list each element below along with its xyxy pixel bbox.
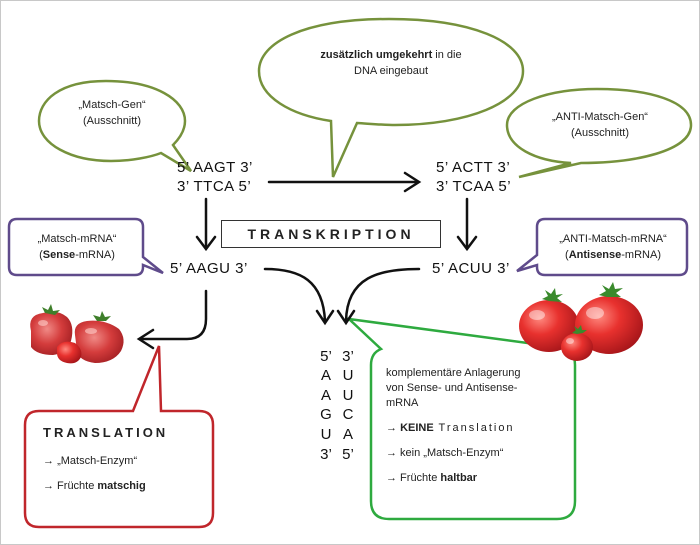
- arrow-transcription-left: [195, 197, 217, 252]
- matsch-mrna-label: „Matsch-mRNA“ (Sense-mRNA): [37, 233, 117, 261]
- translation-item-mushy: → Früchte matschig: [43, 480, 146, 492]
- box-translation: [23, 345, 215, 529]
- bubble-matsch-gen: [37, 79, 193, 173]
- insert-note-label: zusätzlich umgekehrt in die DNA eingebau…: [320, 49, 462, 77]
- matsch-gen-label: „Matsch-Gen“ (Ausschnitt): [78, 99, 146, 127]
- bubble-anti-matsch-gen: [505, 87, 693, 179]
- translation-box-text: TRANSLATION → „Matsch-Enzym“ → Früchte m…: [43, 425, 203, 504]
- arrow-sense-to-duplex: [263, 267, 335, 326]
- arrow-inversion: [267, 171, 422, 193]
- duplex-left-base: 3’: [320, 446, 332, 463]
- duplex-right-base: U: [342, 387, 354, 404]
- anti-gene-bottom-strand: 3’ TCAA 5’: [436, 178, 512, 195]
- arrow-to-translation: [136, 289, 208, 350]
- duplex-right-base: U: [342, 367, 354, 384]
- complement-item-durable: → Früchte haltbar: [386, 472, 478, 484]
- mushy-tomatoes-image: [30, 304, 124, 364]
- duplex-left-base: 5’: [320, 348, 332, 365]
- box-anti-matsch-mrna: [516, 217, 689, 277]
- duplex-left-base: A: [320, 387, 331, 404]
- duplex-left-base: G: [320, 406, 332, 423]
- gene-bottom-strand: 3’ TTCA 5’: [177, 178, 252, 195]
- sense-mrna-sequence: 5’ AAGU 3’: [170, 260, 248, 277]
- antisense-mrna-sequence: 5’ ACUU 3’: [432, 260, 510, 277]
- translation-item-enzyme: → „Matsch-Enzym“: [43, 455, 138, 467]
- complement-intro: komplementäre Anlagerung von Sense- und …: [386, 367, 521, 409]
- firm-tomatoes-image: [519, 282, 643, 361]
- complement-item-no-translation: → KEINE Translation: [386, 422, 515, 434]
- duplex-left-base: U: [320, 426, 332, 443]
- box-matsch-mrna: [7, 217, 164, 277]
- complement-item-no-enzyme: → kein „Matsch-Enzym“: [386, 447, 504, 459]
- anti-matsch-mrna-label: „ANTI-Matsch-mRNA“ (Antisense-mRNA): [559, 233, 667, 261]
- duplex-right-base: 5’: [342, 446, 354, 463]
- arrow-antisense-to-duplex: [336, 267, 421, 326]
- anti-matsch-gen-label: „ANTI-Matsch-Gen“ (Ausschnitt): [552, 111, 648, 139]
- bubble-insert-note: [257, 17, 525, 178]
- duplex-left-base: A: [320, 367, 331, 384]
- complement-box-text: komplementäre Anlagerung von Sense- und …: [386, 366, 566, 496]
- arrow-transcription-right: [456, 197, 478, 252]
- duplex-right-base: 3’: [342, 348, 354, 365]
- duplex-right-base: A: [342, 426, 353, 443]
- transcription-banner: TRANSKRIPTION: [221, 220, 441, 248]
- anti-gene-top-strand: 5’ ACTT 3’: [436, 159, 511, 176]
- translation-heading: TRANSLATION: [43, 425, 169, 440]
- duplex-right-base: C: [342, 406, 354, 423]
- gene-top-strand: 5’ AAGT 3’: [177, 159, 253, 176]
